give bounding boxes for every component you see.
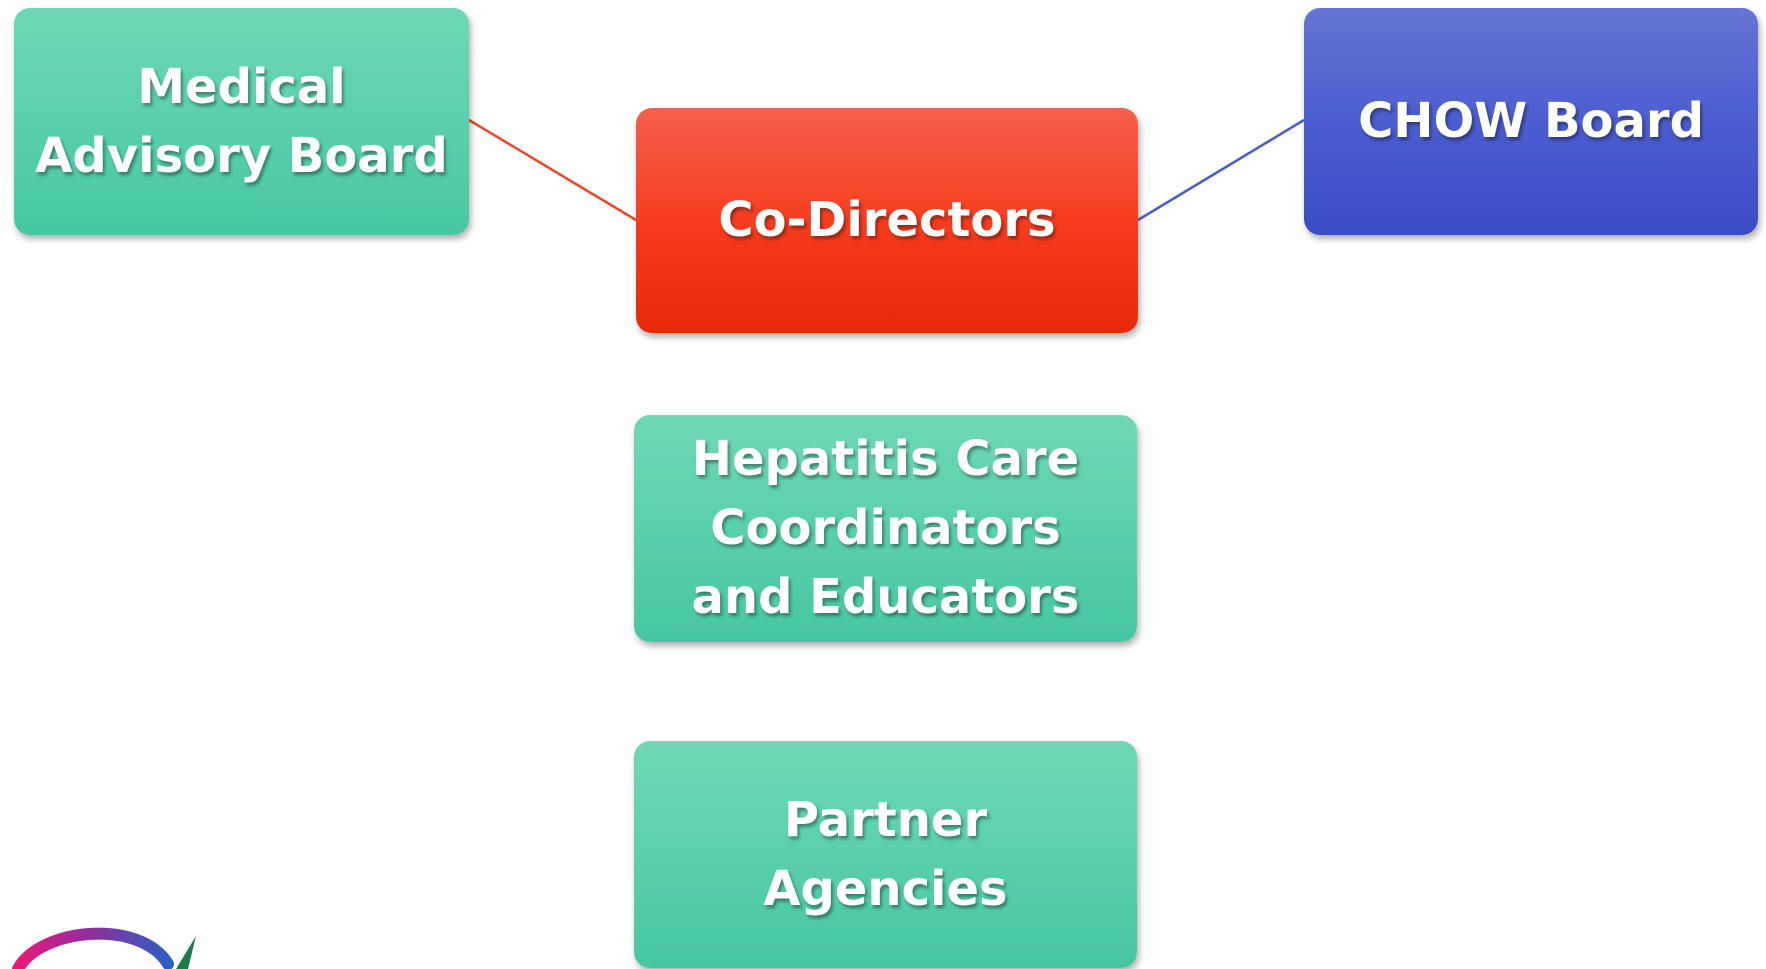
- connector-medical-to-codirectors: [468, 118, 637, 222]
- node-medical-advisory-board[interactable]: Medical Advisory Board: [14, 8, 469, 235]
- node-hepatitis-care-coordinators[interactable]: Hepatitis Care Coordinators and Educator…: [634, 415, 1137, 642]
- node-label: Partner Agencies: [763, 791, 1008, 917]
- node-partner-agencies[interactable]: Partner Agencies: [634, 741, 1137, 968]
- node-label: CHOW Board: [1358, 93, 1704, 149]
- node-label: Co-Directors: [718, 192, 1056, 248]
- node-chow-board[interactable]: CHOW Board: [1304, 8, 1758, 235]
- node-co-directors[interactable]: Co-Directors: [636, 108, 1138, 333]
- node-label: Hepatitis Care Coordinators and Educator…: [691, 431, 1080, 625]
- organization-logo-icon: [12, 927, 196, 969]
- node-label: Medical Advisory Board: [35, 58, 448, 184]
- connector-codirectors-to-chow: [1137, 118, 1305, 222]
